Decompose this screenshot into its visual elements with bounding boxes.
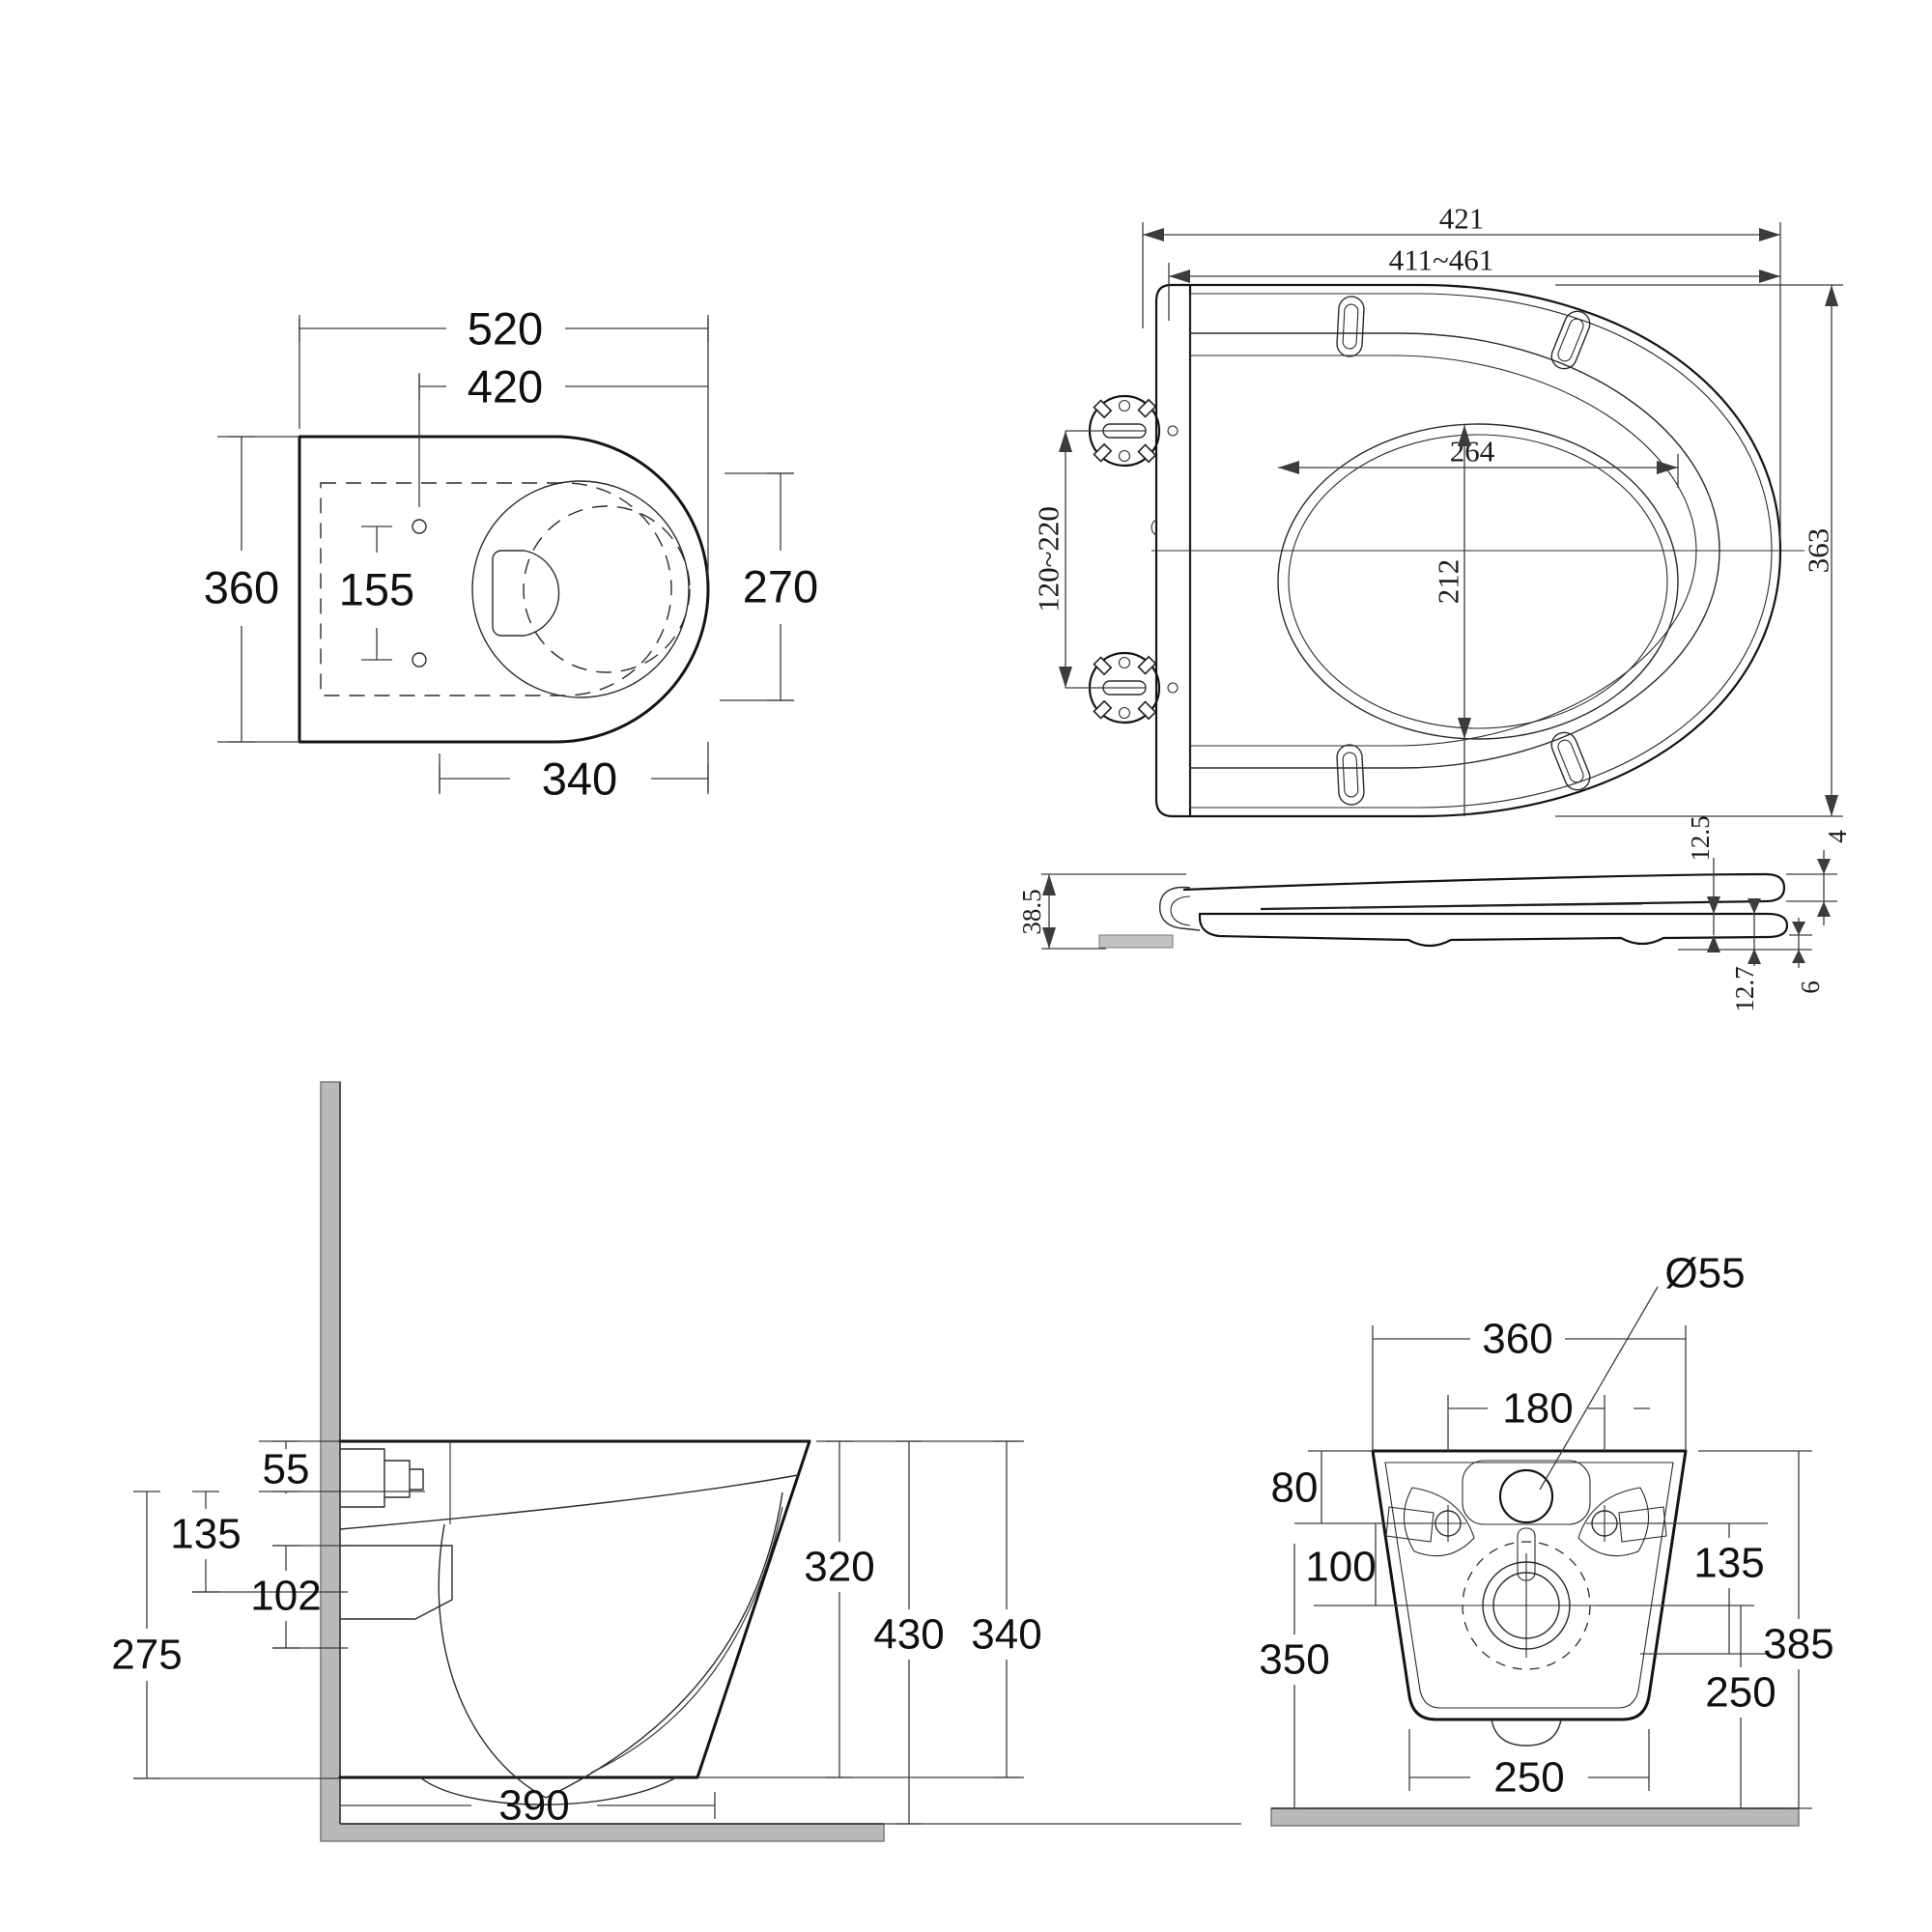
dim-plan-overall-depth: 360 [204, 562, 279, 613]
dim-plan-rim-depth: 340 [542, 753, 617, 805]
seat-profile-lid [1182, 872, 1786, 911]
dim-profile-ring-thickness: 12.5 [1686, 815, 1715, 861]
dim-seat-hinge-range: 120~220 [1032, 506, 1065, 612]
dim-side-inlet-offset: 55 [263, 1446, 310, 1493]
dim-seat-length: 421 [1439, 202, 1485, 236]
dim-front-drain-to-floor: 250 [1705, 1669, 1776, 1717]
plan-outline [298, 435, 710, 744]
dim-profile-total-height: 38.5 [1017, 889, 1046, 934]
dim-front-total-height: 385 [1763, 1621, 1833, 1668]
dim-side-depth: 390 [498, 1782, 569, 1830]
dim-seat-inner-width: 212 [1432, 559, 1465, 605]
plan-fixing-hole-bottom [412, 652, 427, 668]
dim-seat-length-range: 411~461 [1389, 243, 1494, 277]
seat-hinge-disc-bottom [1088, 651, 1161, 724]
plan-flush-hole [492, 550, 560, 637]
dim-front-mid-offset: 100 [1305, 1544, 1376, 1591]
seat-top-view: 421 411~461 264 212 363 120~220 [1032, 202, 1843, 818]
side-view: 55 135 102 275 390 320 430 340 [111, 1081, 1241, 1842]
dim-plan-hole-spacing: 155 [339, 564, 414, 615]
dim-side-outlet-height: 102 [250, 1573, 321, 1620]
plan-inner-dashed-outline [320, 482, 672, 696]
dim-front-hole-spacing: 180 [1502, 1385, 1573, 1433]
plan-bowl-rim [471, 480, 690, 698]
dim-seat-width: 363 [1802, 528, 1835, 574]
front-fixing-holes [1385, 1487, 1667, 1557]
dim-seat-inner-length: 264 [1450, 435, 1495, 469]
front-drain [1453, 1527, 1600, 1670]
plan-bowl-inner-dashed [523, 505, 691, 673]
dim-side-top-height: 430 [873, 1611, 944, 1659]
dim-side-front-height: 320 [804, 1544, 874, 1591]
seat-bumpers [1336, 296, 1591, 806]
dim-profile-lid-tip: 4 [1823, 830, 1852, 843]
side-bowl-underside [419, 1776, 677, 1805]
dim-front-width: 360 [1482, 1316, 1552, 1363]
dim-side-clearance: 340 [971, 1611, 1041, 1659]
side-body-outline [338, 1439, 811, 1779]
dim-plan-rim-width: 420 [468, 361, 543, 412]
front-view: 360 180 Ø55 80 100 135 385 250 350 250 [1259, 1250, 1834, 1827]
plan-view: 520 420 360 155 270 340 [204, 303, 818, 805]
dim-profile-underside: 12.7 [1730, 966, 1759, 1011]
dim-profile-bumper-gap: 6 [1796, 980, 1825, 994]
front-floor [1270, 1807, 1800, 1827]
seat-profile-ring [1198, 912, 1789, 948]
dim-front-inlet-dia: Ø55 [1664, 1250, 1745, 1297]
dim-front-bottom-width: 250 [1493, 1754, 1564, 1802]
seat-opening [1277, 423, 1679, 740]
seat-profile-wall-tab [1098, 934, 1174, 949]
dim-front-right-offset: 135 [1693, 1540, 1764, 1587]
dim-plan-front-height: 270 [743, 561, 818, 612]
seat-profile-view: 38.5 12.5 4 6 12.7 [1017, 815, 1852, 1011]
dim-front-top-offset: 80 [1271, 1464, 1319, 1512]
front-inlet-hole [1498, 1468, 1554, 1524]
front-body-outline [1371, 1449, 1688, 1721]
dim-front-hole-to-floor: 350 [1259, 1636, 1329, 1684]
dim-plan-overall-width: 520 [468, 303, 543, 355]
dim-side-lower-offset: 275 [111, 1632, 182, 1679]
plan-fixing-hole-top [412, 519, 427, 534]
dim-side-inlet-to-outlet: 135 [170, 1511, 241, 1558]
wall-and-floor [320, 1081, 885, 1842]
